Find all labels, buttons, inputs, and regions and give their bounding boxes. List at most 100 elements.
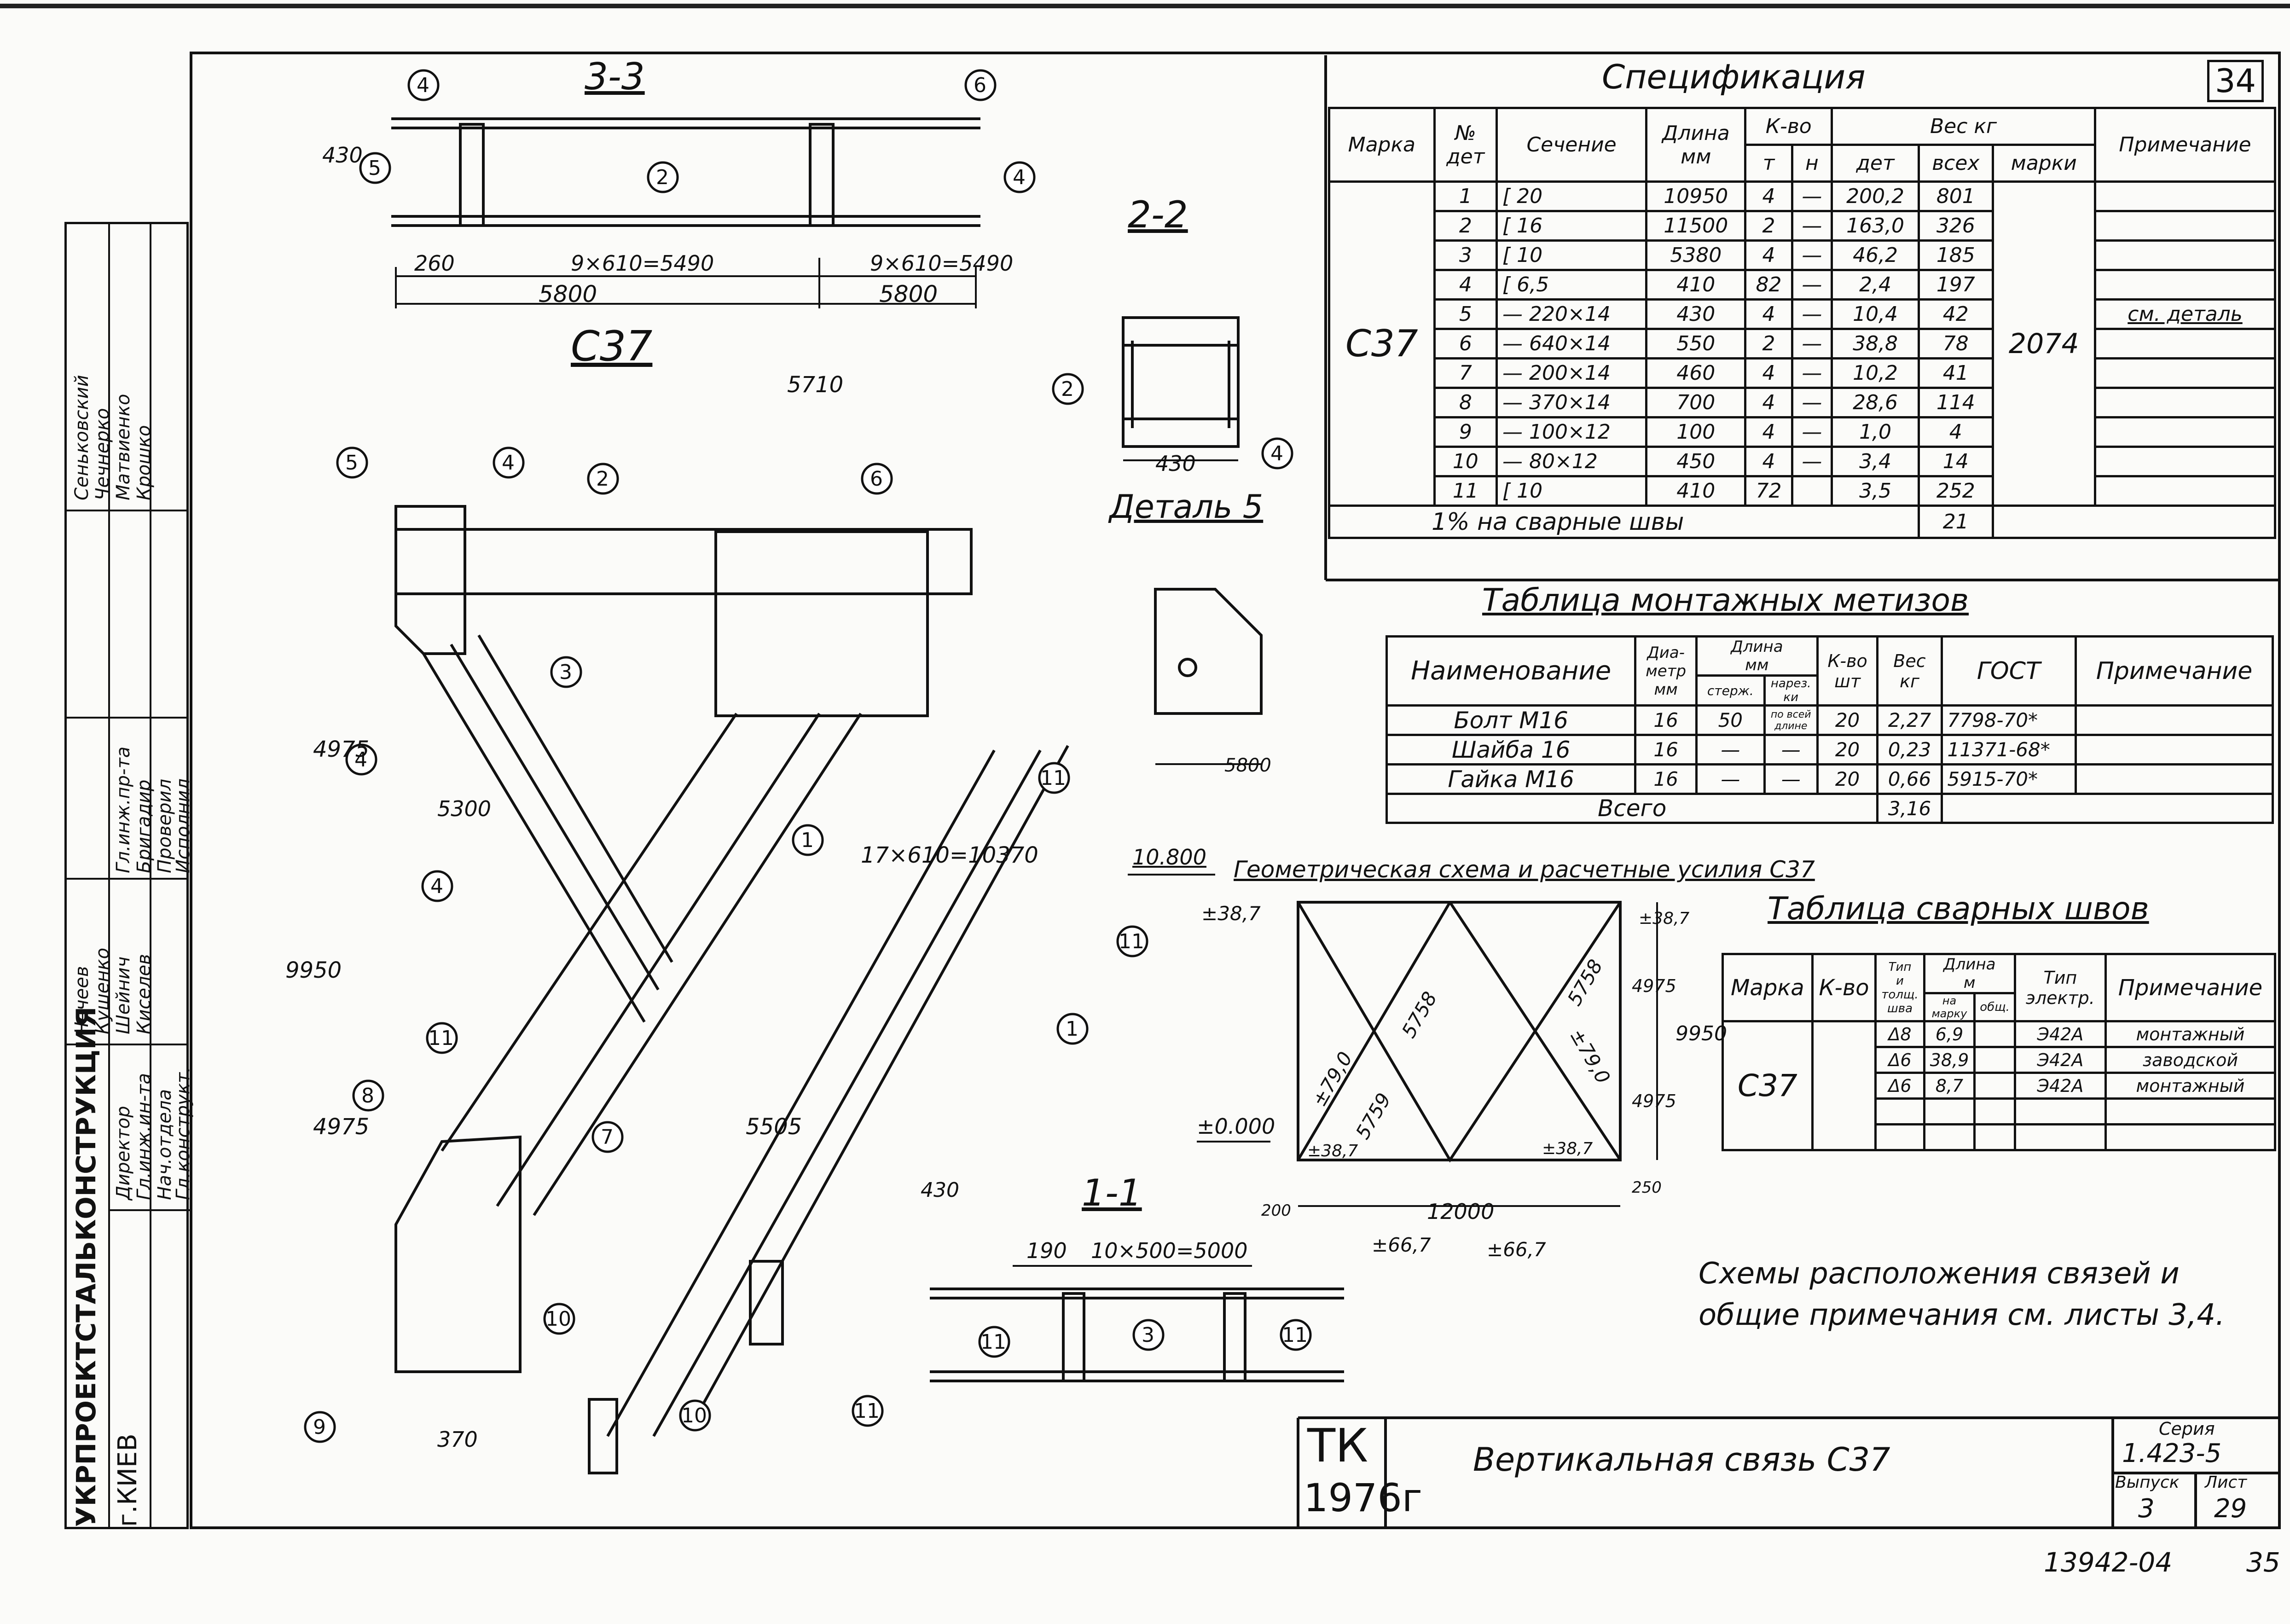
weld-h-type2: и bbox=[1896, 974, 1904, 988]
section-2-2-label: 2-2 bbox=[1128, 193, 1188, 236]
weld-h-type3: толщ. bbox=[1881, 987, 1919, 1002]
spec-cell: 700 bbox=[1645, 387, 1747, 418]
dim-3-3-left: 260 bbox=[414, 251, 455, 276]
dim-main-diag-10370: 430 bbox=[921, 1178, 959, 1202]
geom-force-bottom-right: ±66,7 bbox=[1487, 1238, 1546, 1261]
weld-h-mark: Марка bbox=[1722, 953, 1814, 1022]
spec-h-weight: Вес кг bbox=[1831, 107, 2096, 146]
spec-cell: 4 bbox=[1744, 239, 1793, 271]
spec-welds-label: 1% на сварные швы bbox=[1328, 505, 1920, 539]
geom-force-bot-right: ±38,7 bbox=[1542, 1139, 1593, 1158]
weld-cell: заводской bbox=[2104, 1046, 2277, 1074]
fast-cell: 0,66 bbox=[1876, 763, 1943, 795]
weld-cell: Э42А bbox=[2013, 1072, 2107, 1100]
fast-cell: 50 bbox=[1695, 704, 1766, 736]
spec-h-len2: мм bbox=[1681, 145, 1711, 168]
weld-cell: Э42А bbox=[2013, 1020, 2107, 1048]
spec-cell: 4 bbox=[1918, 416, 1994, 448]
geometry-scheme-view bbox=[1128, 874, 1658, 1207]
callout-3a: 3 bbox=[559, 661, 572, 684]
spec-cell: 114 bbox=[1918, 387, 1994, 418]
dim-main-width: 5710 bbox=[787, 372, 844, 398]
spec-cell: 4 bbox=[1744, 416, 1793, 448]
fast-cell: 5915-70* bbox=[1940, 763, 2077, 795]
geom-force-bottom-left: ±66,7 bbox=[1372, 1234, 1431, 1256]
geom-len-right: 250 bbox=[1632, 1178, 1662, 1197]
callout-5a: 5 bbox=[368, 157, 381, 180]
scan-edge bbox=[0, 4, 2290, 8]
section-1-1-label: 1-1 bbox=[1082, 1172, 1142, 1214]
spec-cell: [ 10 bbox=[1495, 475, 1648, 507]
side-stamp: УКРПРОЕКТСТАЛЬКОНСТРУКЦИЯ г.КИЕВ Директо… bbox=[64, 222, 194, 1529]
fast-cell: 16 bbox=[1634, 763, 1698, 795]
spec-cell: 6 bbox=[1433, 328, 1498, 360]
spec-cell: 4 bbox=[1744, 180, 1793, 212]
callout-4f: 4 bbox=[430, 875, 443, 898]
spec-h-len1: Длина bbox=[1662, 121, 1730, 145]
spec-cell: — bbox=[1791, 269, 1833, 301]
spec-cell: 1,0 bbox=[1831, 416, 1920, 448]
geom-len-left: 200 bbox=[1261, 1201, 1291, 1220]
callout-11b: 11 bbox=[1119, 930, 1144, 953]
spec-h-note: Примечание bbox=[2094, 107, 2276, 183]
spec-h-t: т bbox=[1744, 144, 1793, 183]
spec-cell: 460 bbox=[1645, 357, 1747, 389]
geom-len-h1: 4975 bbox=[1632, 976, 1676, 996]
spec-cell: 9 bbox=[1433, 416, 1498, 448]
spec-cell: 3,4 bbox=[1831, 446, 1920, 477]
spec-cell: [ 16 bbox=[1495, 210, 1648, 242]
weld-h-el2: электр. bbox=[2026, 987, 2095, 1008]
weld-cell: монтажный bbox=[2104, 1020, 2277, 1048]
spec-cell: 41 bbox=[1918, 357, 1994, 389]
callout-10b: 10 bbox=[681, 1404, 707, 1427]
spec-cell: 7 bbox=[1433, 357, 1498, 389]
dim-3-3-pitch-left: 9×610=5490 bbox=[571, 251, 714, 276]
corner-number: 34 bbox=[2207, 60, 2264, 102]
spec-cell: 197 bbox=[1918, 269, 1994, 301]
fast-cell: — bbox=[1763, 734, 1819, 766]
callout-1b: 1 bbox=[1066, 1017, 1078, 1041]
spec-cell: 200,2 bbox=[1831, 180, 1920, 212]
callout-8: 8 bbox=[361, 1084, 374, 1108]
spec-cell: 326 bbox=[1918, 210, 1994, 242]
dim-main-370: 370 bbox=[437, 1427, 478, 1452]
spec-h-qty: К-во bbox=[1744, 107, 1833, 146]
dim-main-diag-5505: 17×610=10370 bbox=[861, 842, 1038, 868]
title-block-lines bbox=[1297, 1416, 2281, 1526]
spec-cell: 2,4 bbox=[1831, 269, 1920, 301]
dim-main-h1: 4975 bbox=[313, 737, 370, 762]
fast-cell: — bbox=[1763, 763, 1819, 795]
spec-cell: — bbox=[1791, 387, 1833, 418]
dim-2-2-width: 430 bbox=[1155, 451, 1196, 476]
dim-3-3-height: 430 bbox=[322, 143, 363, 168]
detail-5-view bbox=[1154, 588, 1263, 765]
weld-cell: Δ6 bbox=[1874, 1072, 1925, 1100]
fast-h-name: Наименование bbox=[1385, 635, 1637, 707]
spec-cell: — bbox=[1791, 210, 1833, 242]
sheet-label: Лист bbox=[2205, 1473, 2247, 1492]
callout-9: 9 bbox=[313, 1415, 326, 1439]
spec-cell: 5380 bbox=[1645, 239, 1747, 271]
fast-h-len1: Длина bbox=[1731, 638, 1783, 656]
weld-cell: Э42А bbox=[2013, 1046, 2107, 1074]
general-notes-2: общие примечания см. листы 3,4. bbox=[1699, 1298, 2225, 1332]
fast-cell: — bbox=[1695, 763, 1766, 795]
weld-cell: 38,9 bbox=[1923, 1046, 1976, 1074]
fast-cell: по всей длине bbox=[1763, 704, 1819, 736]
fast-cell: 16 bbox=[1634, 734, 1698, 766]
spec-cell: 410 bbox=[1645, 475, 1747, 507]
main-view-c37 bbox=[394, 505, 1069, 1474]
callout-11f: 11 bbox=[1282, 1323, 1308, 1347]
weld-h-el1: Тип bbox=[2043, 967, 2077, 988]
sheet-title: Вертикальная связь С37 bbox=[1473, 1441, 1890, 1479]
spec-cell: 78 bbox=[1918, 328, 1994, 360]
fast-total-label: Всего bbox=[1385, 793, 1879, 824]
geom-elev-bottom: ±0.000 bbox=[1197, 1114, 1275, 1139]
spec-cell: 163,0 bbox=[1831, 210, 1920, 242]
spec-cell: [ 6,5 bbox=[1495, 269, 1648, 301]
callout-2b: 2 bbox=[1061, 377, 1074, 401]
callout-6b: 6 bbox=[870, 467, 883, 491]
spec-h-wall: всех bbox=[1918, 144, 1994, 183]
callout-4e: 4 bbox=[354, 748, 367, 771]
